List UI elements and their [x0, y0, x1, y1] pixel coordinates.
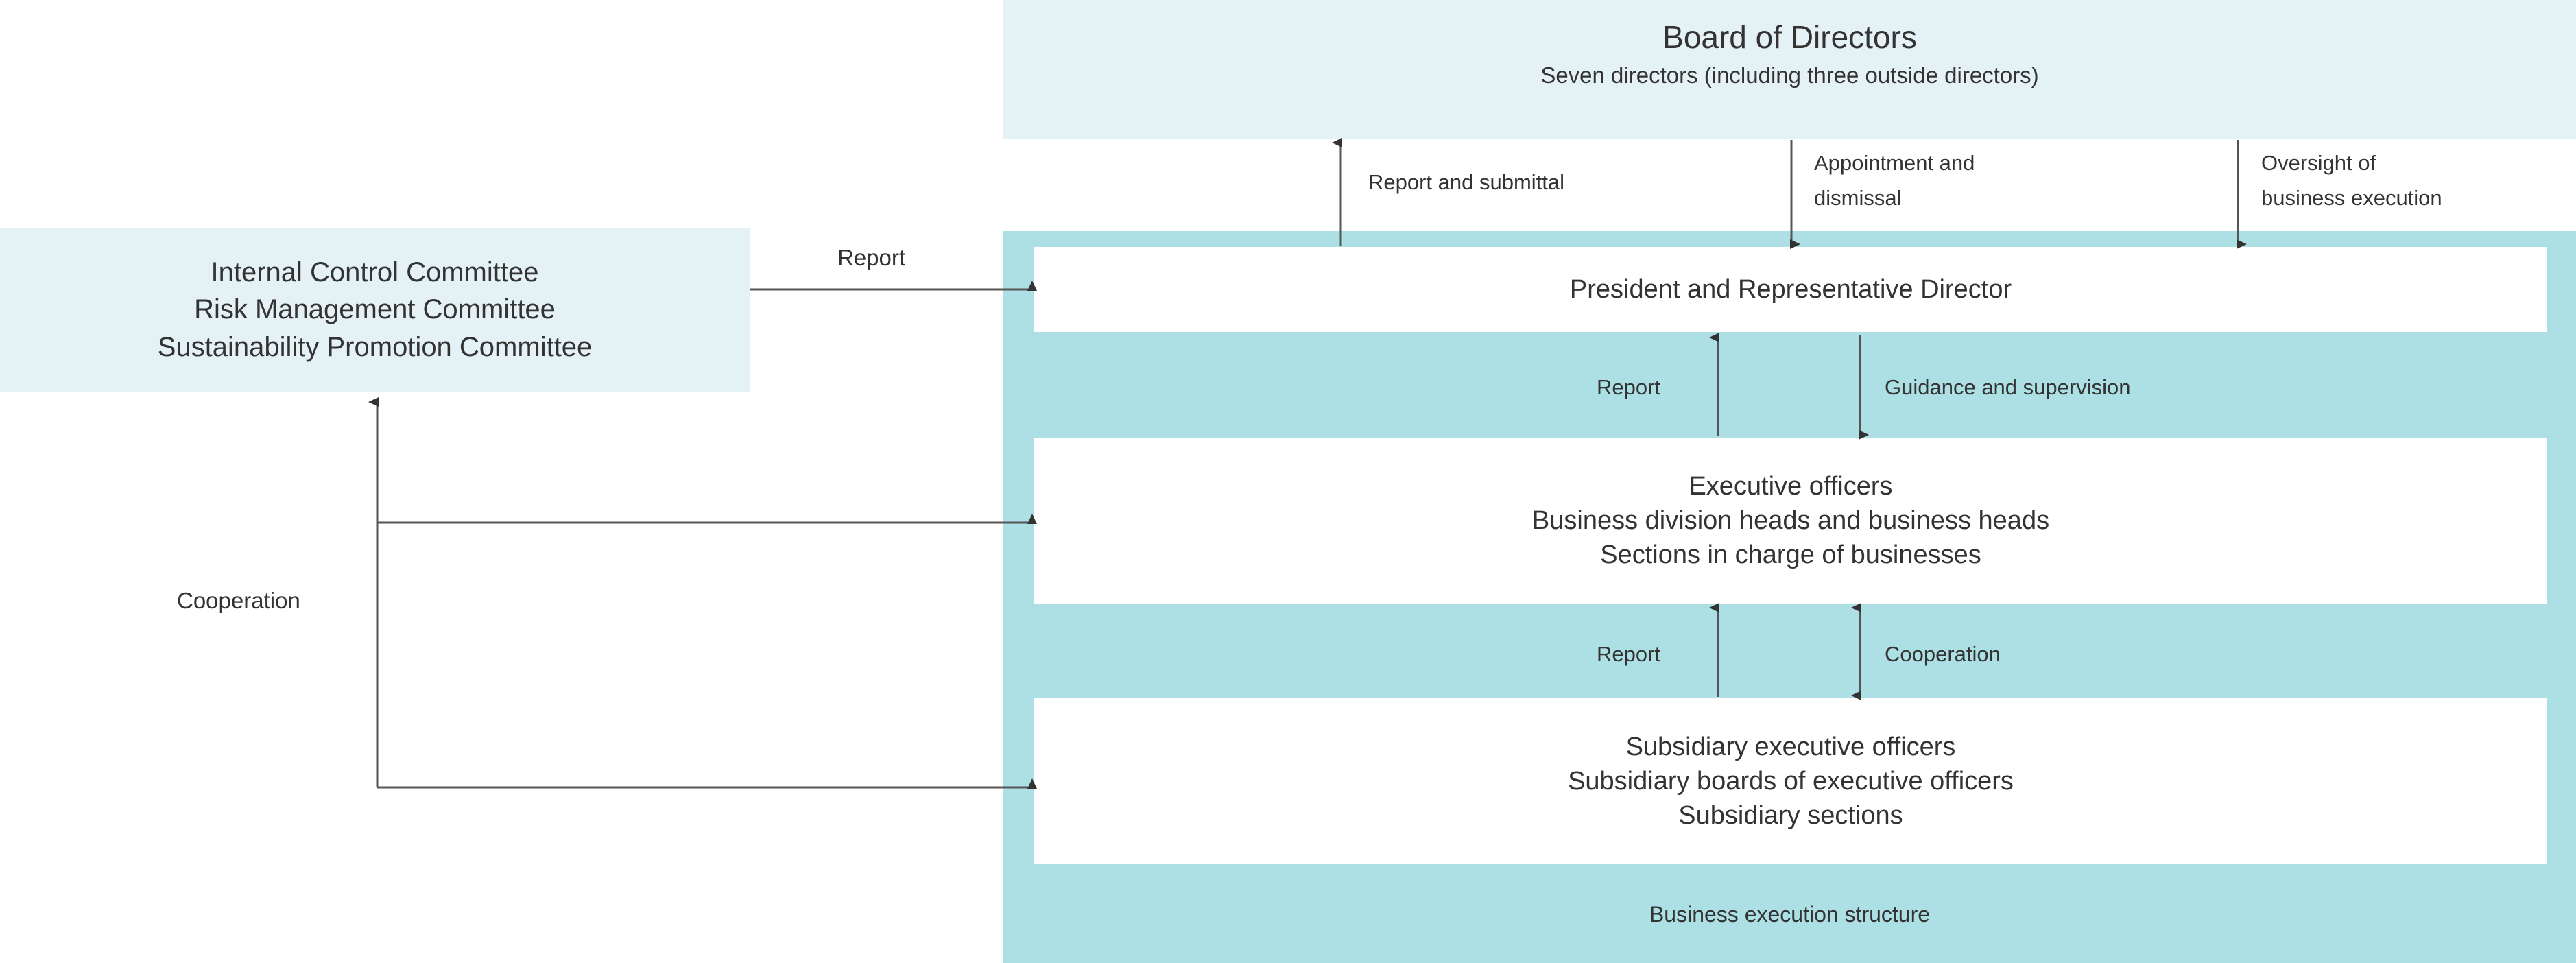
committee-line-3: Sustainability Promotion Committee	[157, 331, 593, 362]
business-execution-structure-caption: Business execution structure	[1649, 902, 1931, 927]
label-report-subsidiary-to-executive: Report	[1597, 642, 1661, 666]
executive-line-2: Business division heads and business hea…	[1531, 506, 2050, 535]
label-oversight-line1: Oversight of	[2261, 151, 2376, 175]
board-of-directors-subtitle: Seven directors (including three outside…	[1540, 62, 2039, 88]
executive-line-3: Sections in charge of businesses	[1600, 540, 1981, 570]
label-cooperation-left: Cooperation	[177, 588, 300, 613]
subsidiary-line-2: Subsidiary boards of executive officers	[1568, 766, 2014, 796]
label-oversight-line2: business execution	[2261, 186, 2442, 210]
subsidiary-box: Subsidiary executive officers Subsidiary…	[1034, 698, 2547, 864]
label-cooperation-right: Cooperation	[1885, 642, 2001, 666]
executive-line-1: Executive officers	[1689, 471, 1893, 501]
committee-line-2: Risk Management Committee	[194, 294, 556, 325]
subsidiary-line-3: Subsidiary sections	[1678, 801, 1903, 831]
executive-officers-box: Executive officers Business division hea…	[1034, 438, 2547, 604]
board-of-directors-title: Board of Directors	[1662, 19, 1917, 55]
committee-line-1: Internal Control Committee	[211, 257, 539, 287]
label-report-committees: Report	[837, 245, 906, 270]
label-guidance-and-supervision: Guidance and supervision	[1885, 375, 2131, 399]
label-report-and-submittal: Report and submittal	[1368, 170, 1565, 194]
subsidiary-line-1: Subsidiary executive officers	[1625, 732, 1956, 761]
committees-box: Internal Control Committee Risk Manageme…	[0, 228, 750, 392]
president-line-1: President and Representative Director	[1569, 274, 2012, 304]
board-of-directors-panel	[1003, 0, 2576, 139]
label-report-executive-to-president: Report	[1597, 375, 1661, 399]
president-box: President and Representative Director	[1034, 247, 2547, 332]
label-appointment-and-dismissal-line1: Appointment and	[1814, 151, 1975, 175]
label-appointment-and-dismissal-line2: dismissal	[1814, 186, 1902, 210]
